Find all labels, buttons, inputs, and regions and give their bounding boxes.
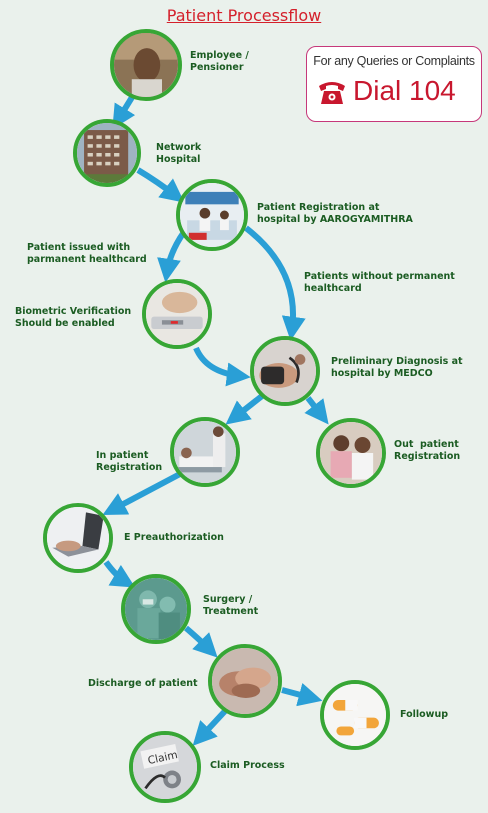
arrow-discharge-followup (281, 683, 323, 707)
doctor-consult-photo-icon (316, 418, 386, 488)
registration-desk-photo-icon (176, 179, 248, 251)
label-claim: Claim Process (210, 760, 285, 771)
svg-text:Claim: Claim (147, 748, 179, 767)
elderly-man-photo-icon (110, 29, 182, 101)
page-title: Patient Processflow (166, 6, 322, 25)
fingerprint-scanner-photo-icon (142, 279, 212, 349)
arrow-discharge-claim (192, 707, 229, 746)
hospital-building-photo-icon (73, 119, 141, 187)
pills-photo-icon (320, 680, 390, 750)
arrow-employee-network (112, 92, 137, 130)
arrow-surgery-discharge (184, 625, 218, 658)
label-preauthorization: E Preauthorization (124, 532, 224, 543)
laptop-typing-photo-icon (43, 503, 113, 573)
label-employee: Employee /Pensioner (190, 50, 249, 73)
label-discharge: Discharge of patient (88, 678, 198, 689)
claim-stethoscope-photo-icon: Claim (129, 731, 201, 803)
arrow-network-registration (136, 167, 185, 203)
holding-hands-photo-icon (208, 644, 282, 718)
blood-pressure-photo-icon (250, 336, 320, 406)
arrow-preauth-surgery (103, 560, 136, 588)
contact-queries-text: For any Queries or Complaints (313, 54, 475, 68)
contact-box: For any Queries or Complaints Dial 104 (306, 46, 482, 122)
hospital-bed-photo-icon (170, 417, 240, 487)
label-followup: Followup (400, 709, 449, 720)
arrow-inpatient-preauth (102, 471, 182, 516)
arrow-biometric-diagnosis (193, 346, 251, 387)
arrow-registration-diagnosis (244, 225, 306, 341)
surgeons-photo-icon (121, 574, 191, 644)
label-surgery: Surgery /Treatment (203, 594, 259, 617)
contact-dial-text: Dial 104 (353, 75, 456, 106)
telephone-icon (319, 82, 345, 104)
